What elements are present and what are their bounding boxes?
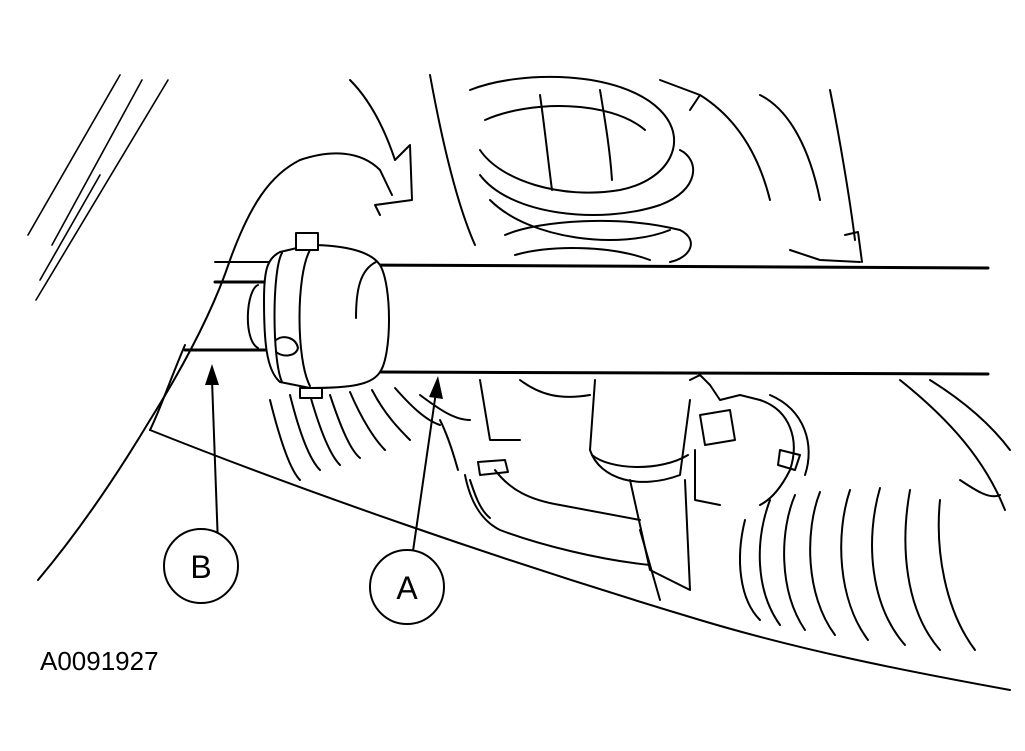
hose <box>464 459 651 566</box>
brake-line <box>689 374 810 506</box>
callout-b: B <box>163 528 239 604</box>
leader-arrow-b <box>205 364 219 546</box>
suspension-bracket <box>349 79 863 263</box>
frame-outline <box>37 152 1011 691</box>
coil-spring <box>429 74 771 263</box>
callout-a-letter: A <box>396 570 418 606</box>
coupling-collar <box>263 232 390 399</box>
callout-a: A <box>369 549 445 625</box>
drive-shaft <box>355 263 990 376</box>
outer-cv-boot <box>739 379 1011 651</box>
figure-id-label: A0091927 <box>40 646 159 676</box>
callout-b-letter: B <box>190 549 211 585</box>
body-contour-lines <box>27 74 169 301</box>
shock-absorber <box>479 379 691 601</box>
shaft-stub-left <box>183 280 267 352</box>
leader-arrow-a <box>411 376 443 559</box>
inner-cv-boot <box>269 387 471 481</box>
